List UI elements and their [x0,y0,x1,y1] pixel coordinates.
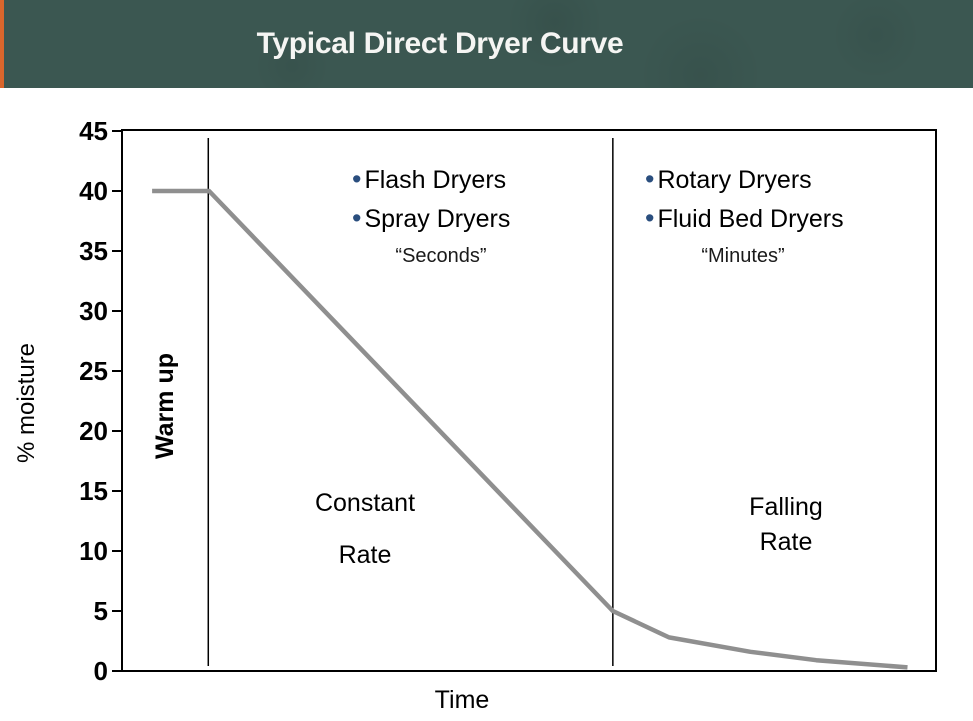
y-tick-label: 45 [79,116,108,146]
y-tick-label: 10 [79,536,108,566]
phase-label-constant-rate: Rate [338,541,392,569]
bullet-icon: • [645,164,655,194]
phase-label-falling: Falling [749,493,823,521]
phase-label-warm-up: Warm up [151,352,179,460]
y-tick-label: 0 [93,656,108,686]
bullet-icon: • [645,203,655,233]
y-tick-label: 30 [79,296,108,326]
slide-header: Typical Direct Dryer Curve [0,0,973,88]
phase-label-constant: Constant [314,489,416,517]
time-scale-note-minutes: “Minutes” [701,245,785,267]
list-item: • Fluid Bed Dryers [645,199,844,238]
list-item-label: Fluid Bed Dryers [657,205,844,233]
x-axis-title: Time [434,686,490,714]
bullet-icon: • [352,164,362,194]
y-tick-label: 40 [79,176,108,206]
y-tick-label: 5 [93,596,108,626]
list-item-label: Flash Dryers [364,166,507,194]
annotation-slow-dryers: • Rotary Dryers • Fluid Bed Dryers “Minu… [645,160,844,271]
y-tick-label: 20 [79,416,108,446]
y-axis-title: % moisture [13,342,40,464]
list-item: • Rotary Dryers [645,160,841,199]
list-item: • Spray Dryers [352,199,530,238]
y-tick-label: 15 [79,476,108,506]
phase-label-falling-rate: Rate [759,528,813,556]
time-scale-note-seconds: “Seconds” [395,245,487,267]
list-item-label: Spray Dryers [364,205,511,233]
list-item-label: Rotary Dryers [657,166,812,194]
y-tick-label: 25 [79,356,108,386]
bullet-icon: • [352,203,362,233]
header-accent-stripe [0,0,4,88]
list-item: • Flash Dryers [352,160,530,199]
slide-title: Typical Direct Dryer Curve [256,27,624,60]
y-tick-label: 35 [79,236,108,266]
annotation-fast-dryers: • Flash Dryers • Spray Dryers “Seconds” [352,160,530,271]
